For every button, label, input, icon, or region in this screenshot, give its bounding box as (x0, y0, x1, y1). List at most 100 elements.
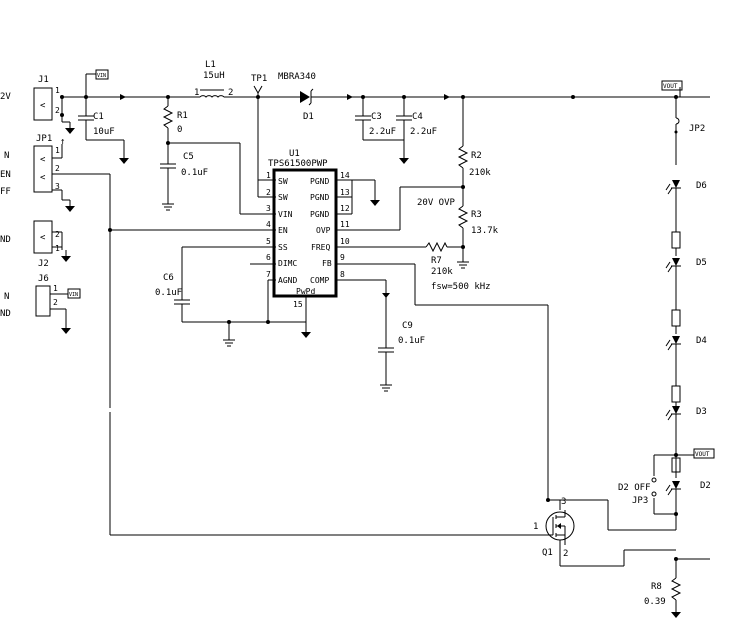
c5-value: 0.1uF (181, 168, 208, 178)
r3-value: 13.7k (471, 226, 499, 236)
l1-pin-2: 2 (228, 88, 233, 98)
jp1-pin-1: 1 (55, 146, 60, 155)
u1-pad-pin: 15 (293, 300, 303, 309)
vin-flag-2: VIN (67, 288, 81, 299)
capacitor-c6: C6 0.1uF (155, 247, 191, 322)
j6-pin-2: 2 (53, 298, 58, 307)
connector-j2: ND < 2 1 J2 (0, 220, 60, 269)
svg-text:OVP: OVP (316, 226, 331, 235)
svg-text:4: 4 (266, 220, 271, 229)
svg-text:VOUT: VOUT (663, 83, 678, 90)
q1-pin-1: 1 (533, 522, 538, 532)
r7-ref: R7 (431, 256, 442, 266)
j6-ref: J6 (38, 274, 49, 284)
svg-text:VIN: VIN (97, 73, 106, 79)
capacitor-c4: C4 2.2uF (395, 97, 437, 165)
connector-jp1: JP1 N EN FF < < 1 2 3 (0, 134, 60, 197)
c1-ref: C1 (93, 112, 104, 122)
svg-text:<: < (40, 155, 46, 165)
j2-pin-1: 1 (55, 244, 60, 253)
svg-text:<: < (40, 101, 46, 111)
led-d6: D6 (665, 179, 707, 195)
u1-part: TPS61500PWP (268, 159, 328, 169)
jp3-ref: JP3 (632, 496, 648, 506)
q1-ref: Q1 (542, 548, 553, 558)
mosfet-q1: 1 3 2 Q1 (533, 497, 575, 559)
svg-text:8: 8 (340, 270, 345, 279)
capacitor-c1: C1 10uF (77, 97, 130, 165)
c3-ref: C3 (371, 112, 382, 122)
capacitor-c3: C3 2.2uF (354, 97, 404, 141)
j2-ref: J2 (38, 259, 49, 269)
c4-ref: C4 (412, 112, 423, 122)
led-d5: D5 (665, 257, 707, 273)
vout-flag-2: VOUT (693, 448, 715, 459)
jumper-jp2: JP2 (674, 97, 705, 138)
resistor-r8: R8 0.39 (644, 577, 682, 619)
j2-pin-2: 2 (55, 230, 60, 239)
inductor-l1: L1 15uH 1 2 (194, 60, 233, 98)
svg-text:1: 1 (266, 171, 271, 180)
capacitor-c9: C9 0.1uF (377, 280, 425, 392)
c3-value: 2.2uF (369, 127, 396, 137)
svg-text:<: < (40, 233, 46, 243)
svg-text:VOUT: VOUT (695, 451, 710, 458)
svg-text:12: 12 (340, 204, 350, 213)
r3-ref: R3 (471, 210, 482, 220)
ovp-label: 20V OVP (417, 198, 456, 208)
svg-text:D2: D2 (700, 481, 711, 491)
u1-left-pin-2: 2SW (266, 188, 288, 202)
c5-ref: C5 (183, 152, 194, 162)
j1-cut-label: 2V (0, 92, 11, 102)
led-d2: D2 (665, 480, 711, 496)
svg-text:PGND: PGND (310, 177, 329, 186)
svg-text:13: 13 (340, 188, 350, 197)
svg-text:11: 11 (340, 220, 350, 229)
c9-value: 0.1uF (398, 336, 425, 346)
jp1-pin-3: 3 (55, 182, 60, 191)
jp3-label: D2 OFF (618, 483, 651, 493)
svg-text:10: 10 (340, 237, 350, 246)
j6-cut-label-1: N (4, 292, 9, 302)
jp1-cut-label-2: EN (0, 170, 11, 180)
svg-text:2: 2 (266, 188, 271, 197)
tp1-ref: TP1 (251, 74, 267, 84)
d1-ref: D1 (303, 112, 314, 122)
svg-text:6: 6 (266, 253, 271, 262)
q1-pin-3: 3 (561, 497, 566, 507)
r8-value: 0.39 (644, 597, 666, 607)
svg-text:14: 14 (340, 171, 350, 180)
j1-ref: J1 (38, 75, 49, 85)
svg-text:FREQ: FREQ (311, 243, 330, 252)
resistor-r1: R1 0 (162, 97, 188, 143)
led-d3: D3 (665, 405, 707, 421)
vout-flag-1: VOUT (661, 80, 683, 91)
d1-part: MBRA340 (278, 72, 316, 82)
c6-value: 0.1uF (155, 288, 182, 298)
l1-ref: L1 (205, 60, 216, 70)
r7-value: 210k (431, 267, 453, 277)
svg-text:D6: D6 (696, 181, 707, 191)
svg-text:PGND: PGND (310, 210, 329, 219)
jp1-cut-label-1: N (4, 151, 9, 161)
c9-ref: C9 (402, 321, 413, 331)
u1-left-pin-4: 4EN (266, 220, 288, 235)
svg-text:5: 5 (266, 237, 271, 246)
j6-pin-1: 1 (53, 284, 58, 293)
svg-text:<: < (40, 173, 46, 183)
jp1-ref: JP1 (36, 134, 52, 144)
u1-pad-label: PwPd (296, 287, 315, 296)
resistor-r7: R7 210k (425, 241, 453, 277)
jp1-cut-label-3: FF (0, 187, 11, 197)
svg-text:SW: SW (278, 193, 288, 202)
testpoint-tp1: TP1 (251, 74, 276, 198)
svg-text:VIN: VIN (278, 210, 293, 219)
svg-text:PGND: PGND (310, 193, 329, 202)
r2-ref: R2 (471, 151, 482, 161)
